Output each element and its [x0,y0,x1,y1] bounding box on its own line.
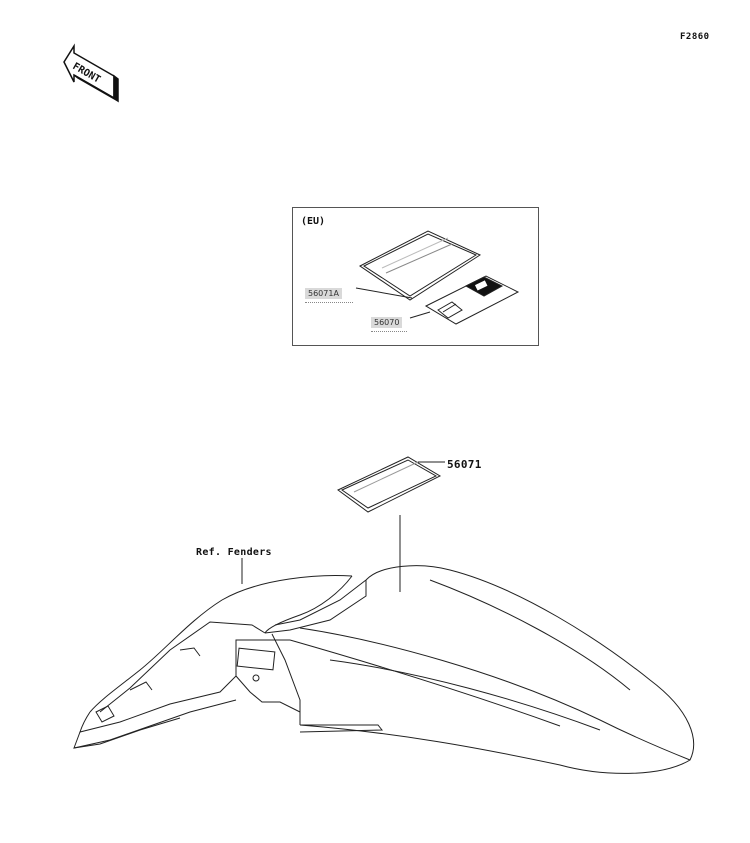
part-number-56071a-underline [305,302,353,303]
label-56071 [337,456,445,592]
part-number-56070[interactable]: 56070 [371,310,409,332]
part-number-56071a-text: 56071A [305,288,342,299]
part-number-56070-text: 56070 [371,317,403,328]
front-arrow-icon: FRONT [63,43,119,103]
part-number-56070-underline [371,331,407,332]
reference-fenders[interactable]: Ref. Fenders [196,547,272,558]
eu-variant-box [292,207,539,346]
front-fender [73,558,695,774]
label-sheet-56071a [355,230,482,301]
figure-code: F2860 [680,32,710,42]
eu-label: (EU) [301,216,326,227]
part-number-56071[interactable]: 56071 [447,458,482,471]
label-56070 [409,275,520,325]
part-number-56071a[interactable]: 56071A [305,281,357,303]
